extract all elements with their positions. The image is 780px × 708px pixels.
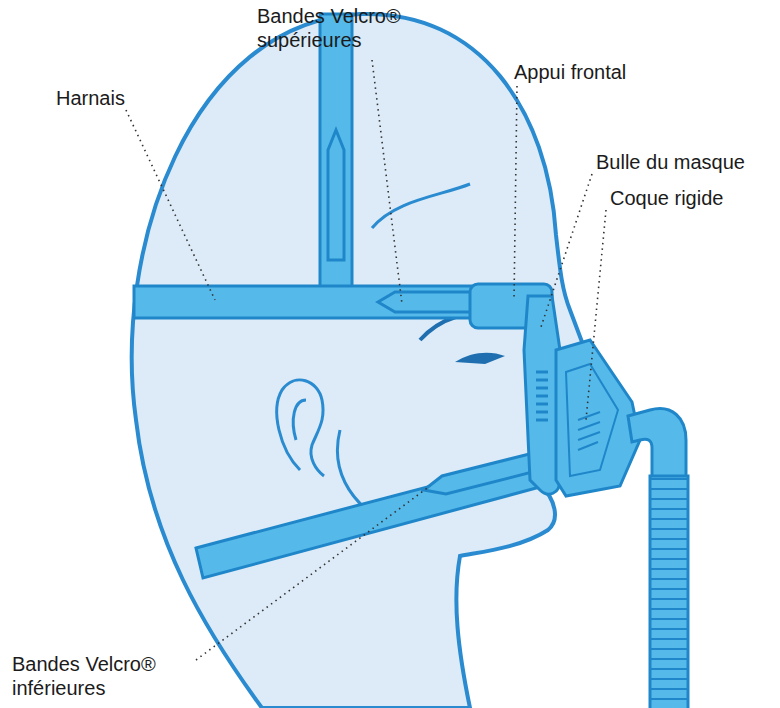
leader-lines bbox=[126, 60, 606, 660]
part-label: Appui frontal bbox=[514, 60, 714, 84]
part-label: Harnais bbox=[56, 86, 206, 110]
part-label: Bulle du masque bbox=[596, 150, 776, 174]
leader-line bbox=[514, 86, 517, 300]
head-outline bbox=[132, 14, 602, 708]
part-label: Bandes Velcro® inférieures bbox=[12, 652, 192, 700]
top-velcro bbox=[328, 130, 344, 260]
upper-strap bbox=[134, 286, 514, 318]
leader-line bbox=[540, 174, 592, 330]
leader-line bbox=[372, 60, 402, 304]
part-label: Coque rigide bbox=[610, 186, 770, 210]
leader-line bbox=[196, 486, 430, 660]
top-strap bbox=[320, 14, 352, 306]
hair-line bbox=[372, 184, 470, 228]
elbow bbox=[628, 409, 686, 480]
ear bbox=[277, 380, 324, 476]
ear-inner bbox=[293, 400, 306, 440]
shell-lines bbox=[578, 412, 600, 450]
leader-line bbox=[586, 210, 606, 420]
part-label: Bandes Velcro® supérieures bbox=[257, 4, 427, 52]
bubble-grooves bbox=[536, 372, 548, 420]
shell-detail bbox=[566, 364, 618, 476]
leader-line bbox=[126, 110, 215, 300]
tube bbox=[650, 476, 688, 708]
eye bbox=[455, 353, 505, 364]
